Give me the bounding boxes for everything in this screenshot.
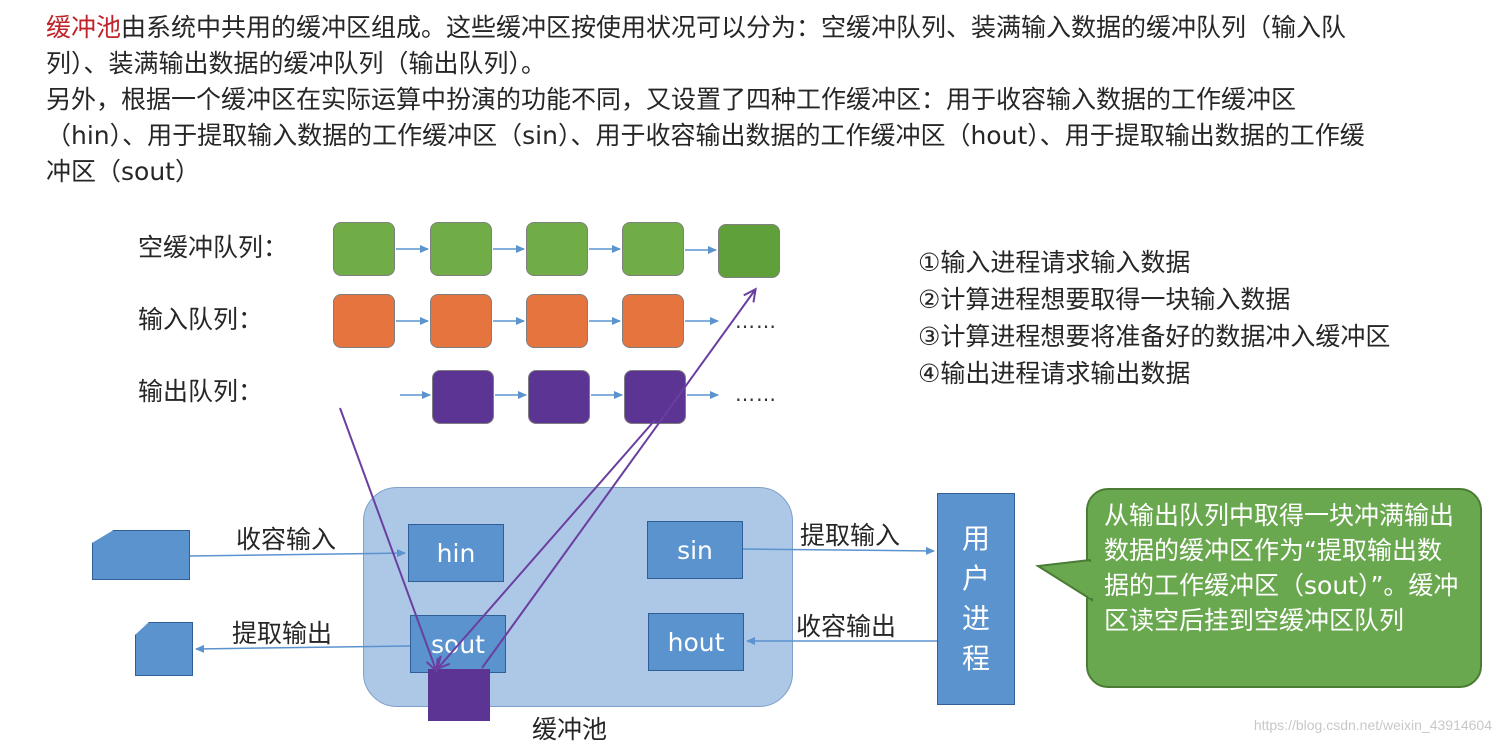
- collect-input-label: 收容输入: [236, 525, 337, 554]
- output-buffer-3: [624, 370, 686, 424]
- empty-buffer-3: [526, 222, 588, 276]
- intro-paragraph-2: 另外，根据一个缓冲区在实际运算中扮演的功能不同，又设置了四种工作缓冲区：用于收容…: [46, 85, 1365, 186]
- output-queue-ellipsis: ……: [735, 382, 777, 406]
- output-queue-label: 输出队列：: [138, 377, 264, 406]
- empty-buffer-1: [333, 222, 395, 276]
- user-process-box: 用户进程: [937, 493, 1015, 705]
- hin-buffer: hin: [408, 524, 504, 582]
- extract-input-arrow: [742, 546, 935, 555]
- input-buffer-4: [622, 294, 684, 348]
- input-buffer-2: [430, 294, 492, 348]
- moving-output-buffer: [428, 669, 490, 721]
- input-buffer-3: [526, 294, 588, 348]
- output-device-shape: [135, 622, 193, 676]
- empty-queue-label: 空缓冲队列：: [138, 233, 289, 262]
- step-3: ③计算进程想要将准备好的数据冲入缓冲区: [918, 322, 1391, 351]
- extract-input-label: 提取输入: [800, 521, 901, 550]
- extract-output-arrow: [195, 644, 411, 653]
- input-queue-label: 输入队列：: [138, 305, 264, 334]
- empty-buffer-2: [430, 222, 492, 276]
- steps-list: ①输入进程请求输入数据 ②计算进程想要取得一块输入数据 ③计算进程想要将准备好的…: [918, 244, 1390, 392]
- buffer-pool-label: 缓冲池: [532, 715, 608, 744]
- hout-buffer: hout: [648, 613, 744, 671]
- empty-buffer-5: [718, 224, 780, 278]
- step-4: ④输出进程请求输出数据: [918, 359, 1191, 388]
- collect-output-label: 收容输出: [796, 612, 897, 641]
- sin-buffer: sin: [647, 521, 743, 579]
- output-buffer-2: [528, 370, 590, 424]
- move-from-output-queue-arrow: [438, 419, 656, 668]
- collect-input-arrow: [189, 549, 406, 558]
- step-2: ②计算进程想要取得一块输入数据: [918, 285, 1291, 314]
- intro-paragraph-1-rest: 由系统中共用的缓冲区组成。这些缓冲区按使用状况可以分为：空缓冲队列、装满输入数据…: [46, 13, 1347, 78]
- step-1: ①输入进程请求输入数据: [918, 248, 1191, 277]
- intro-text: 缓冲池由系统中共用的缓冲区组成。这些缓冲区按使用状况可以分为：空缓冲队列、装满输…: [46, 10, 1366, 190]
- empty-buffer-4: [622, 222, 684, 276]
- input-buffer-1: [333, 294, 395, 348]
- input-device-shape: [92, 530, 190, 580]
- user-process-label: 用户进程: [961, 522, 990, 675]
- callout-text: 从输出队列中取得一块冲满输出数据的缓冲区作为“提取输出数据的工作缓冲区（sout…: [1104, 501, 1459, 635]
- watermark: https://blog.csdn.net/weixin_43914604: [1253, 717, 1492, 733]
- output-buffer-1: [432, 370, 494, 424]
- keyword-buffer-pool: 缓冲池: [46, 13, 122, 42]
- callout-tail: [1035, 558, 1094, 602]
- extract-output-label: 提取输出: [232, 619, 333, 648]
- intro-paragraph-1: 缓冲池由系统中共用的缓冲区组成。这些缓冲区按使用状况可以分为：空缓冲队列、装满输…: [46, 10, 1366, 82]
- move-to-empty-queue-arrow: [481, 290, 755, 669]
- input-queue-ellipsis: ……: [735, 309, 777, 333]
- move-to-sout-arrow: [339, 407, 436, 670]
